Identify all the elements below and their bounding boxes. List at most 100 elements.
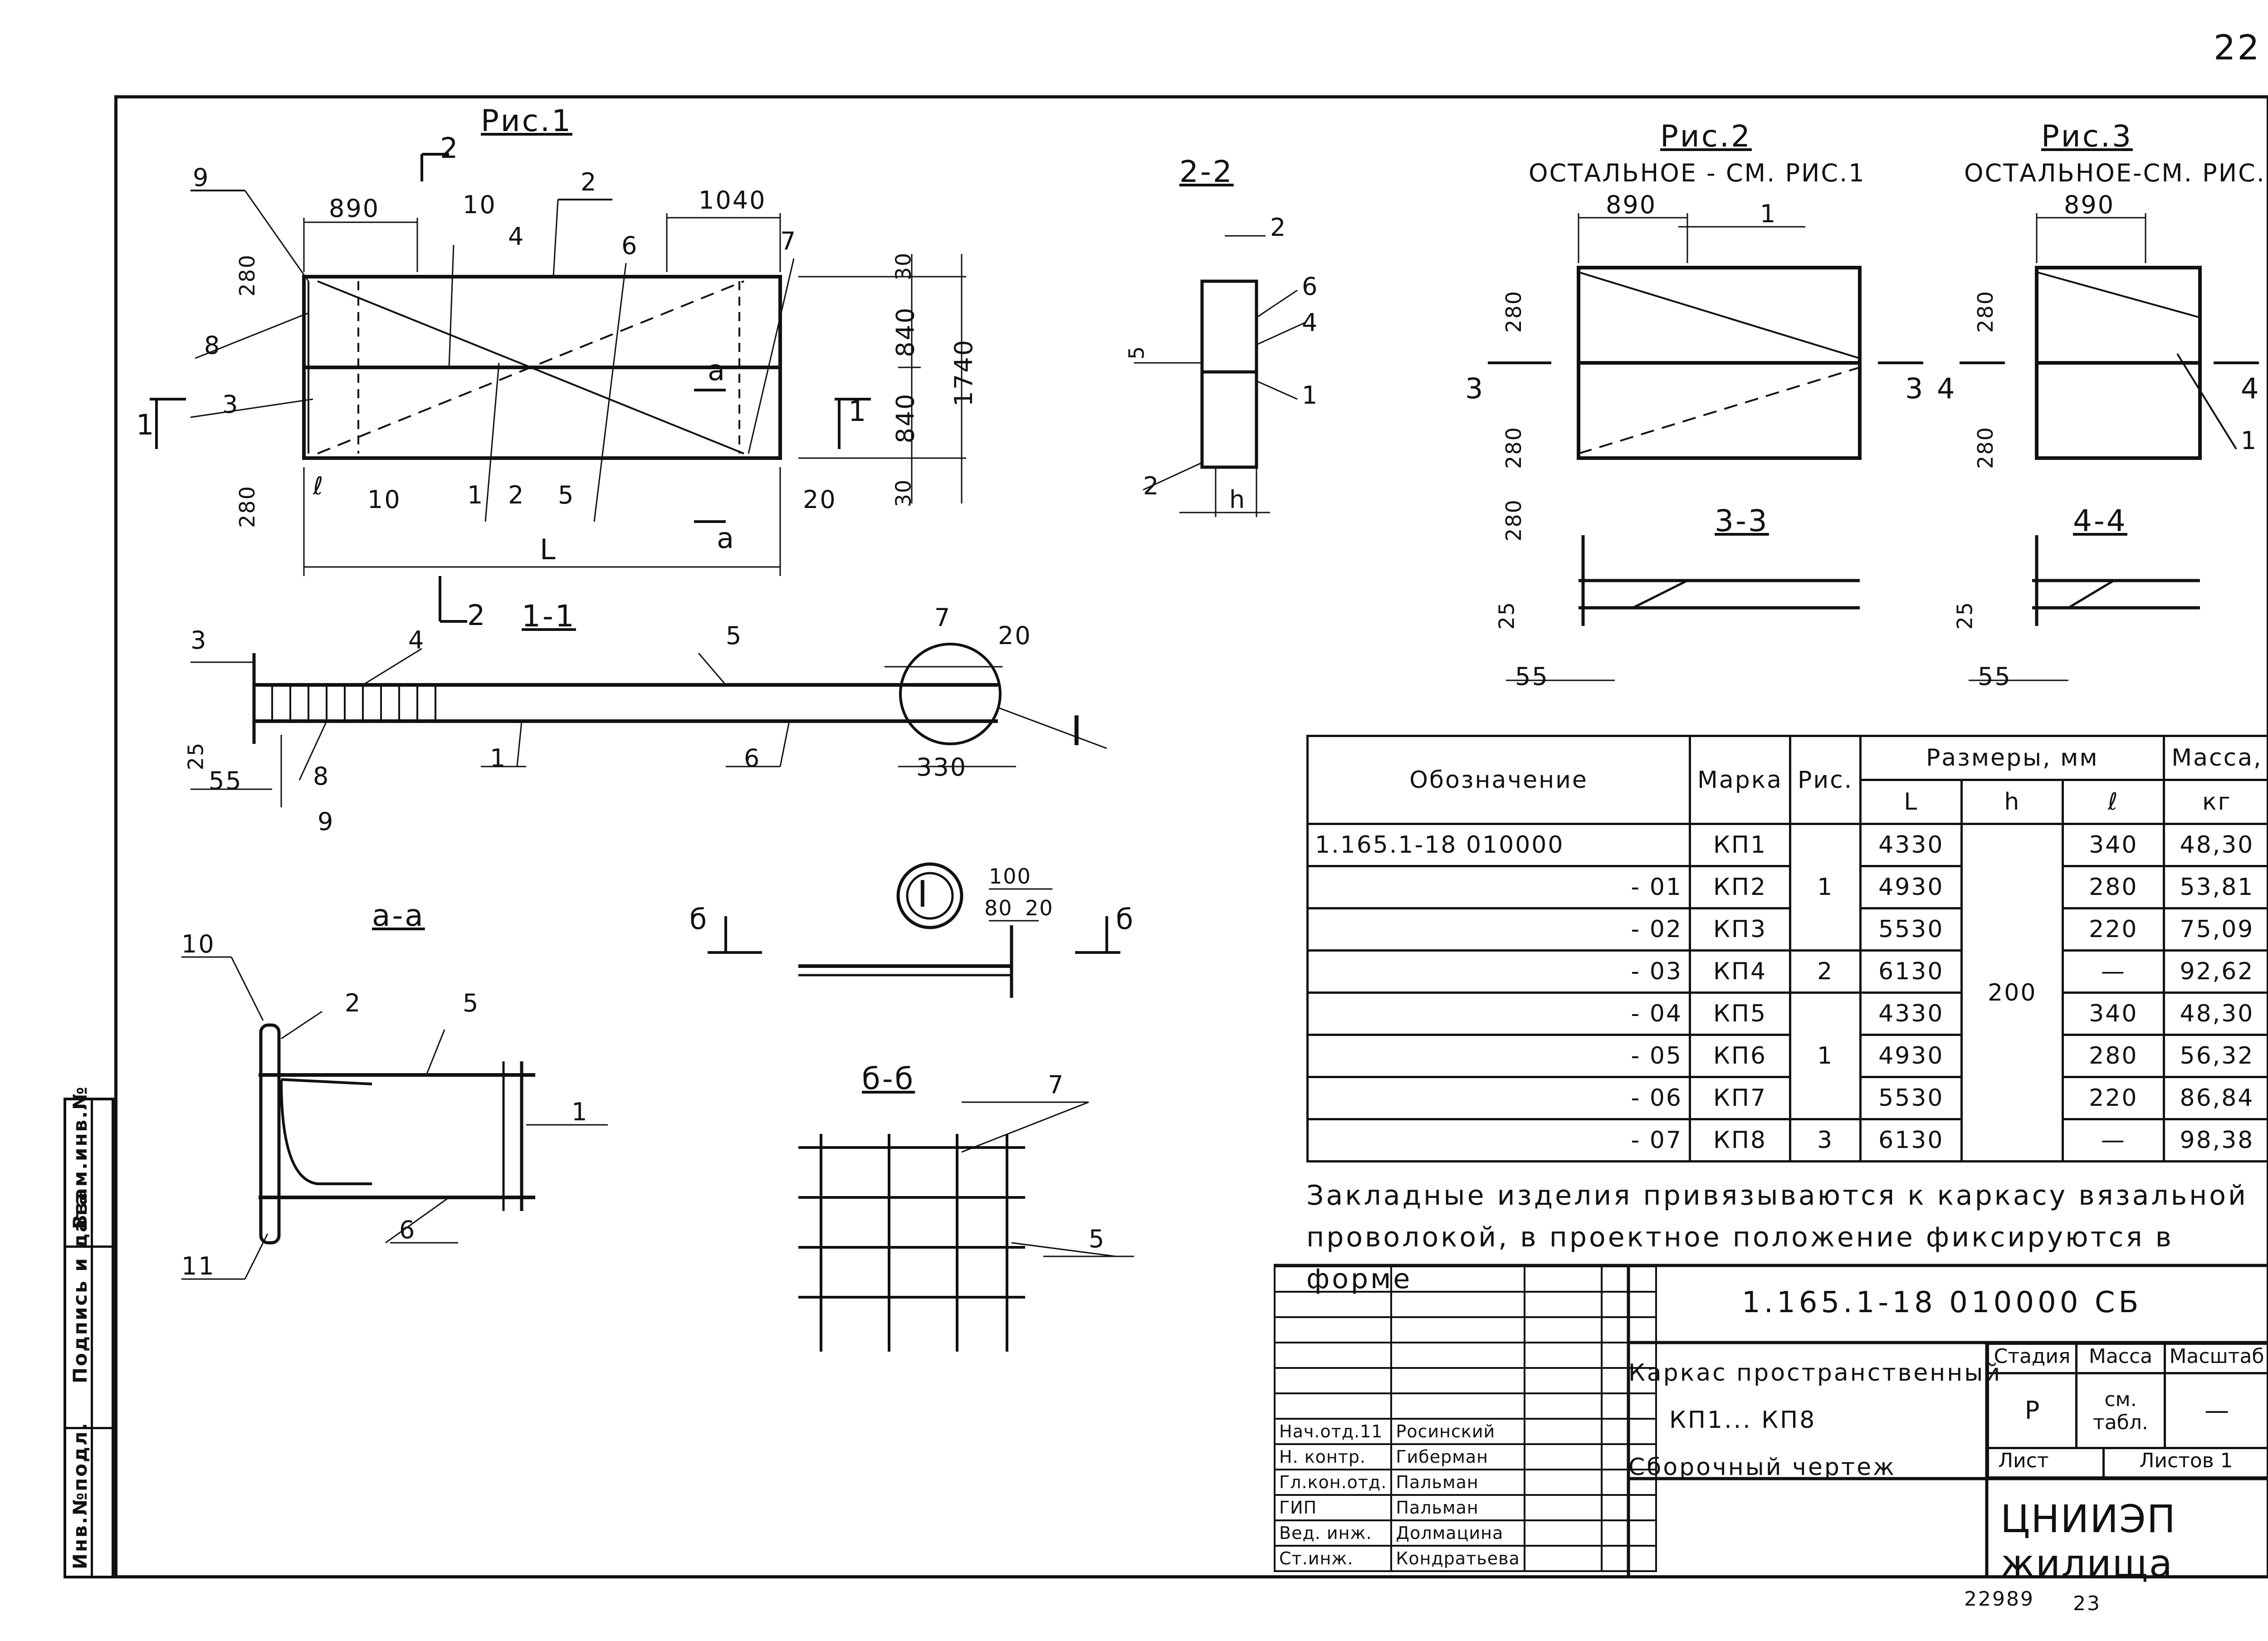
- fig2-subtitle: ОСТАЛЬНОЕ - СМ. РИС.1: [1529, 159, 1866, 187]
- signature-name: Кондратьева: [1390, 1545, 1525, 1572]
- row-designation: - 01: [1306, 865, 1691, 909]
- row-l: 340: [2062, 823, 2165, 867]
- document-name-line-1: Каркас пространственный: [1628, 1359, 2002, 1387]
- sec44-title: 4-4: [2073, 503, 2127, 538]
- fig3-cut-4-left: 4: [1937, 372, 1957, 405]
- fig1-dim-10: 10: [367, 485, 401, 514]
- row-mark: КП4: [1688, 949, 1792, 994]
- row-L: 6130: [1859, 949, 1963, 994]
- sec11-dim-55: 55: [209, 767, 243, 795]
- secaa-callout-5: 5: [463, 989, 480, 1017]
- sec22-callout-4: 4: [1302, 308, 1319, 337]
- fig2-dim-280-a: 280: [1501, 290, 1526, 333]
- fig1-title: Рис.1: [481, 103, 572, 138]
- row-designation: - 07: [1306, 1118, 1691, 1162]
- table-row: - 07 КП8 3 6130 — 98,38: [1306, 1118, 2268, 1162]
- col-l: ℓ: [2062, 779, 2165, 825]
- signature-name: Гиберман: [1390, 1443, 1525, 1470]
- table-row: - 05 КП6 4930 280 56,32: [1306, 1034, 2268, 1078]
- note-block: Закладные изделия привязываются к каркас…: [1306, 1175, 2259, 1300]
- stage-label: Стадия: [1987, 1343, 2077, 1374]
- document-name-line-2: КП1... КП8: [1669, 1407, 1817, 1434]
- sec22-title: 2-2: [1179, 154, 1234, 189]
- fig1-dim-280-bottom: 280: [235, 485, 259, 528]
- fig1-cut-a-top: a: [708, 354, 727, 387]
- footer-page: 23: [2073, 1592, 2101, 1615]
- fig1-dim-840-b: 840: [891, 392, 920, 444]
- signature-name: Пальман: [1390, 1494, 1525, 1521]
- fig2-dim-280-c: 280: [1501, 499, 1526, 542]
- mass-value: см. табл.: [2075, 1372, 2166, 1449]
- nodeI-dim-80: 80: [984, 896, 1013, 920]
- row-l: 220: [2062, 907, 2165, 952]
- sec22-callout-1: 1: [1302, 381, 1319, 410]
- fig2-dim-890: 890: [1606, 190, 1657, 219]
- sec11-node-I: I: [1070, 708, 1085, 755]
- row-L: 4930: [1859, 1034, 1963, 1078]
- row-L: 5530: [1859, 1076, 1963, 1120]
- sec22-callout-2-bottom: 2: [1143, 472, 1160, 500]
- stamp-number: 22989: [1964, 1587, 2034, 1611]
- nodeI-title: I: [917, 873, 930, 915]
- signature-name: Пальман: [1390, 1469, 1525, 1496]
- fig1-callout-3: 3: [222, 390, 240, 419]
- fig3-dim-280-a: 280: [1973, 290, 1998, 333]
- col-fig: Рис.: [1789, 735, 1862, 825]
- fig2-cut-3-left: 3: [1465, 372, 1485, 405]
- sec11-title: 1-1: [522, 599, 576, 634]
- row-mass: 75,09: [2163, 907, 2268, 952]
- nodeI-cut-b-left: б: [689, 903, 709, 936]
- secaa-callout-10: 10: [181, 930, 215, 958]
- row-designation: - 06: [1306, 1076, 1691, 1120]
- fig3-title: Рис.3: [2041, 119, 2133, 154]
- sec11-callout-4: 4: [408, 626, 425, 654]
- row-designation: 1.165.1-18 010000: [1306, 823, 1691, 867]
- row-designation: - 05: [1306, 1034, 1691, 1078]
- sec11-dim-25: 25: [183, 742, 208, 771]
- table-row: - 01 КП2 4930 280 53,81: [1306, 865, 2268, 909]
- fig1-dim-L: L: [540, 533, 557, 566]
- mass-label: Масса: [2075, 1343, 2166, 1374]
- fig1-callout-4: 4: [508, 222, 525, 251]
- fig1-callout-2-bottom: 2: [508, 481, 525, 509]
- secaa-callout-6: 6: [399, 1216, 416, 1244]
- fig3-dim-280-b: 280: [1973, 426, 1998, 469]
- row-mark: КП1: [1688, 823, 1792, 867]
- row-L: 4330: [1859, 991, 1963, 1036]
- fig3-subtitle: ОСТАЛЬНОЕ-СМ. РИС.1: [1964, 159, 2268, 187]
- sec11-callout-3: 3: [191, 626, 208, 654]
- row-mass: 48,30: [2163, 823, 2268, 867]
- sec11-callout-6: 6: [744, 744, 761, 772]
- row-fig: 2: [1789, 949, 1862, 994]
- col-designation: Обозначение: [1306, 735, 1691, 825]
- document-name-line-3: Сборочный чертеж: [1628, 1454, 1896, 1481]
- row-l: 220: [2062, 1076, 2165, 1120]
- fig1-callout-8: 8: [204, 331, 221, 360]
- scale-label: Масштаб: [2164, 1343, 2268, 1374]
- fig1-callout-9: 9: [193, 163, 210, 192]
- col-mass: Масса,: [2163, 735, 2268, 781]
- table-row: - 03 КП4 2 6130 — 92,62: [1306, 949, 2268, 994]
- table-row: 1.165.1-18 010000 КП1 1 4330 200 340 48,…: [1306, 823, 2268, 1162]
- fig1-dim-280-top: 280: [235, 254, 259, 297]
- fig1-cut-a-bottom: a: [717, 522, 736, 555]
- col-mark: Марка: [1688, 735, 1792, 825]
- side-stamp: [64, 1098, 114, 1578]
- signature-row: Н. контр.Гиберман: [1273, 1443, 1657, 1470]
- sec11-callout-1: 1: [490, 744, 507, 772]
- secaa-callout-11: 11: [181, 1252, 215, 1280]
- document-name: Каркас пространственный КП1... КП8 Сборо…: [1628, 1349, 2002, 1491]
- scale-value: —: [2164, 1372, 2268, 1449]
- fig1-callout-1: 1: [467, 481, 484, 509]
- row-designation: - 02: [1306, 907, 1691, 952]
- sec11-callout-5: 5: [726, 621, 743, 650]
- fig1-dim-1040: 1040: [699, 186, 767, 215]
- sec22-callout-5: 5: [1124, 345, 1149, 360]
- row-mark: КП7: [1688, 1076, 1792, 1120]
- stage-value: Р: [1987, 1372, 2077, 1449]
- sheets-label: Листов 1: [2102, 1447, 2268, 1479]
- fig1-dim-1740: 1740: [949, 338, 978, 407]
- signature-role: Н. контр.: [1273, 1443, 1393, 1470]
- secbb-title: б-б: [862, 1061, 915, 1096]
